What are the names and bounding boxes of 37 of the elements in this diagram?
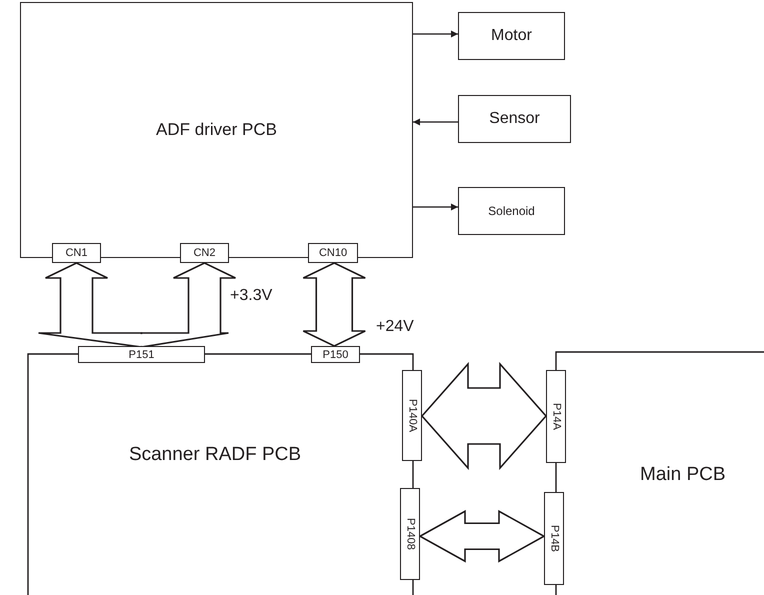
connector-box <box>400 488 420 580</box>
component-label: Motor <box>491 27 532 45</box>
voltage-label: +3.3V <box>230 287 272 305</box>
arrow <box>413 204 458 210</box>
board-label: ADF driver PCB <box>156 120 277 140</box>
block-arrow <box>418 510 546 563</box>
component-label: Sensor <box>489 110 540 128</box>
connector-label: P14A <box>550 403 562 430</box>
component-box <box>458 12 565 60</box>
connector-label: CN2 <box>193 247 216 259</box>
connector-label: CN1 <box>65 247 88 259</box>
component-label: Solenoid <box>488 204 535 218</box>
block-arrow <box>140 262 236 348</box>
board-label: Main PCB <box>640 464 726 486</box>
component-box <box>458 95 571 143</box>
connector-box <box>311 346 360 363</box>
arrow <box>413 30 458 38</box>
connector-box <box>546 370 566 463</box>
connector-box <box>308 243 358 263</box>
connector-label: P151 <box>128 348 154 360</box>
connector-label: CN10 <box>318 247 348 259</box>
arrow <box>413 118 458 126</box>
connector-box <box>52 243 101 263</box>
board-label: Scanner RADF PCB <box>128 444 302 466</box>
connector-box <box>78 346 205 363</box>
connector-label: P140A <box>406 398 418 432</box>
connector-box <box>402 370 422 461</box>
connector-label: P150 <box>322 348 348 360</box>
block-arrow <box>38 262 142 348</box>
connector-label: P1408 <box>404 518 416 550</box>
connector-box <box>544 492 564 585</box>
connector-box <box>180 243 229 263</box>
block-arrow <box>420 362 548 470</box>
component-box <box>458 187 565 235</box>
block-arrow <box>302 262 366 347</box>
connector-label: P14B <box>548 525 560 552</box>
voltage-label: +24V <box>376 318 414 336</box>
